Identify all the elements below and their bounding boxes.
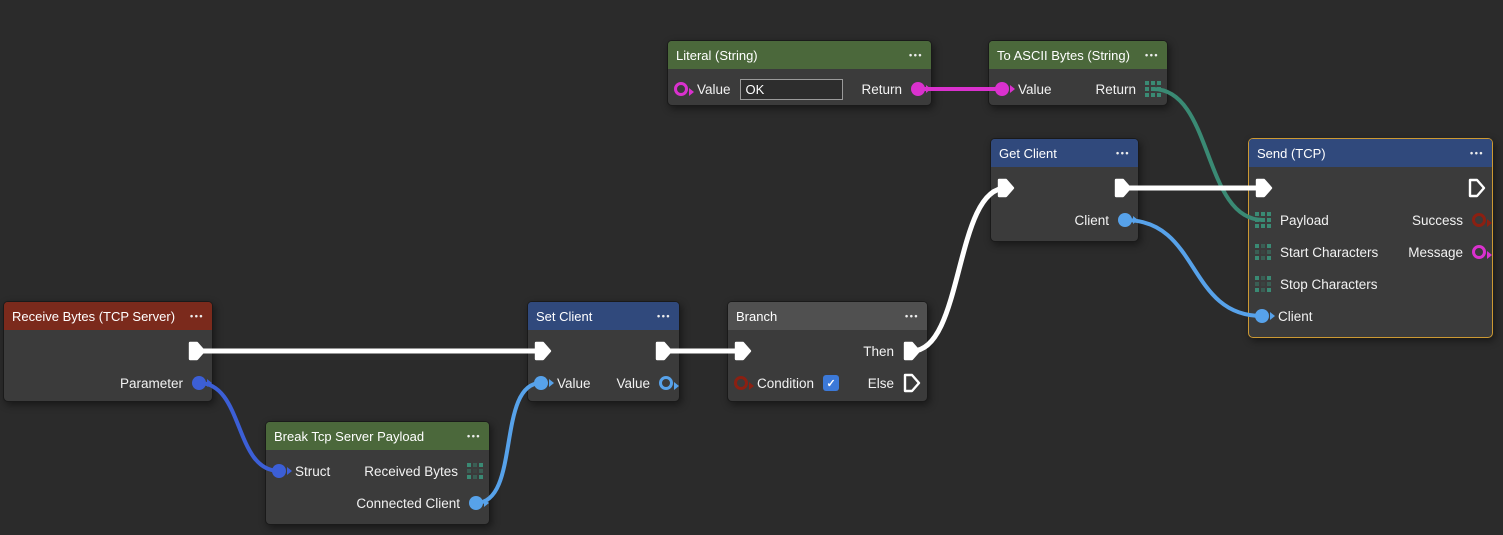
exec-in-pin[interactable]: [997, 178, 1015, 198]
node-menu-icon[interactable]: •••: [1145, 50, 1159, 60]
node-row: Payload Success: [1249, 204, 1492, 236]
payload-input-pin[interactable]: [1255, 212, 1271, 228]
node-to-ascii-bytes[interactable]: To ASCII Bytes (String) ••• Value Return: [988, 40, 1168, 106]
value-output-pin[interactable]: [659, 376, 679, 390]
node-title: Literal (String): [676, 47, 758, 63]
message-output-pin[interactable]: [1472, 245, 1492, 259]
node-header[interactable]: Break Tcp Server Payload •••: [266, 422, 489, 450]
pin-label: Else: [867, 375, 894, 391]
node-menu-icon[interactable]: •••: [657, 311, 671, 321]
node-header[interactable]: Send (TCP) •••: [1249, 139, 1492, 167]
node-header[interactable]: Get Client •••: [991, 139, 1138, 167]
node-title: Send (TCP): [1257, 145, 1326, 161]
node-branch[interactable]: Branch ••• Then Condition ✓ Else: [727, 301, 928, 402]
return-output-pin[interactable]: [911, 82, 931, 96]
pin-label: Start Characters: [1280, 244, 1379, 260]
node-title: Receive Bytes (TCP Server): [12, 308, 176, 324]
node-title: Branch: [736, 308, 778, 324]
node-title: To ASCII Bytes (String): [997, 47, 1130, 63]
exec-out-pin[interactable]: [655, 341, 673, 361]
node-row: Client: [991, 204, 1138, 236]
pin-label: Value: [1018, 81, 1052, 97]
pin-label: Value: [697, 81, 731, 97]
exec-out-pin[interactable]: [188, 341, 206, 361]
stop-characters-input-pin[interactable]: [1255, 276, 1271, 292]
node-row: Connected Client: [266, 487, 489, 519]
exec-in-pin[interactable]: [534, 341, 552, 361]
node-row: Value Value: [528, 367, 679, 399]
node-receive-bytes-tcp-server[interactable]: Receive Bytes (TCP Server) ••• Parameter: [3, 301, 213, 402]
node-row: Value Return: [668, 73, 931, 105]
success-output-pin[interactable]: [1472, 213, 1492, 227]
pin-label: Condition: [757, 375, 815, 391]
then-output-pin[interactable]: [903, 341, 921, 361]
pin-label: Return: [1095, 81, 1136, 97]
node-title: Break Tcp Server Payload: [274, 428, 425, 444]
client-input-pin[interactable]: [1255, 309, 1275, 323]
condition-checkbox[interactable]: ✓: [823, 375, 840, 391]
pin-label: Value: [557, 375, 591, 391]
value-input[interactable]: [739, 78, 843, 100]
pin-label: Struct: [295, 463, 331, 479]
client-output-pin[interactable]: [1118, 213, 1138, 227]
exec-in-pin[interactable]: [734, 341, 752, 361]
node-row: Condition ✓ Else: [728, 367, 927, 399]
condition-input-pin[interactable]: [734, 376, 754, 390]
node-menu-icon[interactable]: •••: [467, 431, 481, 441]
pin-label: Success: [1411, 212, 1463, 228]
node-row: [991, 172, 1138, 204]
node-menu-icon[interactable]: •••: [905, 311, 919, 321]
pin-label: Received Bytes: [364, 463, 458, 479]
node-header[interactable]: Literal (String) •••: [668, 41, 931, 69]
pin-label: Message: [1408, 244, 1463, 260]
value-input-pin[interactable]: [534, 376, 554, 390]
return-output-pin[interactable]: [1145, 81, 1161, 97]
else-output-pin[interactable]: [903, 373, 921, 393]
start-characters-input-pin[interactable]: [1255, 244, 1271, 260]
node-literal-string[interactable]: Literal (String) ••• Value Return: [667, 40, 932, 106]
node-row: [1249, 172, 1492, 204]
node-send-tcp[interactable]: Send (TCP) ••• Payload Success: [1248, 138, 1493, 338]
pin-label: Then: [863, 343, 894, 359]
node-menu-icon[interactable]: •••: [1470, 148, 1484, 158]
received-bytes-output-pin[interactable]: [467, 463, 483, 479]
node-break-tcp-server-payload[interactable]: Break Tcp Server Payload ••• Struct Rece…: [265, 421, 490, 525]
node-row: [4, 335, 212, 367]
node-header[interactable]: Set Client •••: [528, 302, 679, 330]
node-row: Start Characters Message: [1249, 236, 1492, 268]
node-title: Set Client: [536, 308, 593, 324]
pin-label: Value: [616, 375, 650, 391]
pin-label: Client: [1074, 212, 1109, 228]
node-menu-icon[interactable]: •••: [1116, 148, 1130, 158]
node-get-client[interactable]: Get Client ••• Client: [990, 138, 1139, 242]
value-input-pin[interactable]: [995, 82, 1015, 96]
node-header[interactable]: Branch •••: [728, 302, 927, 330]
node-row: Stop Characters: [1249, 268, 1492, 300]
pin-label: Stop Characters: [1280, 276, 1378, 292]
node-title: Get Client: [999, 145, 1057, 161]
node-row: [528, 335, 679, 367]
node-menu-icon[interactable]: •••: [190, 311, 204, 321]
exec-out-pin[interactable]: [1114, 178, 1132, 198]
node-header[interactable]: Receive Bytes (TCP Server) •••: [4, 302, 212, 330]
exec-in-pin[interactable]: [1255, 178, 1273, 198]
node-menu-icon[interactable]: •••: [909, 50, 923, 60]
node-row: Value Return: [989, 73, 1167, 105]
pin-label: Payload: [1280, 212, 1329, 228]
value-input-pin[interactable]: [674, 82, 694, 96]
pin-label: Connected Client: [356, 495, 460, 511]
pin-label: Client: [1278, 308, 1313, 324]
pin-label: Parameter: [119, 375, 183, 391]
pin-label: Return: [861, 81, 902, 97]
struct-input-pin[interactable]: [272, 464, 292, 478]
parameter-output-pin[interactable]: [192, 376, 212, 390]
node-row: Client: [1249, 300, 1492, 332]
connected-client-output-pin[interactable]: [469, 496, 489, 510]
node-header[interactable]: To ASCII Bytes (String) •••: [989, 41, 1167, 69]
node-row: Parameter: [4, 367, 212, 399]
node-row: Then: [728, 335, 927, 367]
node-row: Struct Received Bytes: [266, 455, 489, 487]
node-set-client[interactable]: Set Client ••• Value Value: [527, 301, 680, 402]
exec-out-pin[interactable]: [1468, 178, 1486, 198]
